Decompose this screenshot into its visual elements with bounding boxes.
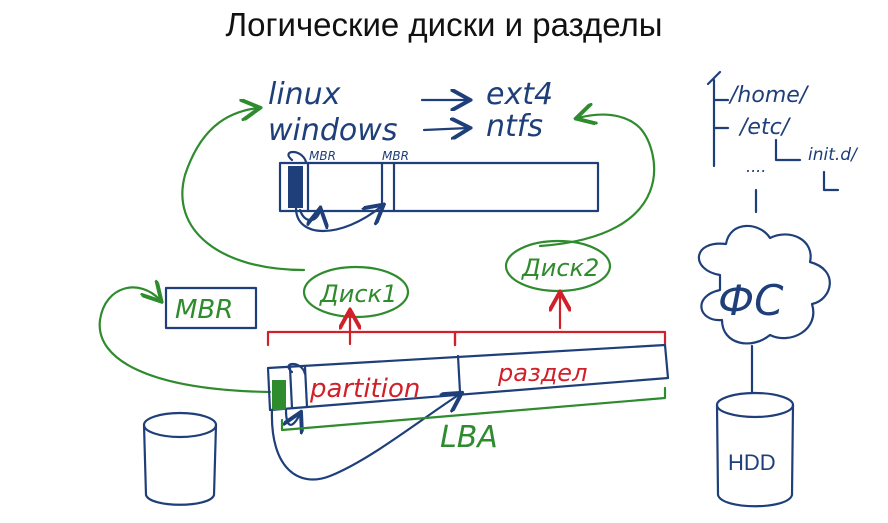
top-bar-mbr-label-1: MBR xyxy=(309,149,336,163)
bottom-bar-mbr-block xyxy=(272,380,286,410)
disk2-label: Диск2 xyxy=(521,254,599,282)
brace-partition xyxy=(266,330,457,347)
brace-razdel xyxy=(453,330,667,347)
arrow-disk1-to-linux xyxy=(181,108,306,272)
disk2-bubble: Диск2 xyxy=(504,239,612,293)
tree-dots: .... xyxy=(746,157,766,176)
top-disk-bar: MBR MBR xyxy=(278,149,600,233)
tree-home: /home/ xyxy=(728,83,810,108)
hdd-cylinder: HDD xyxy=(715,391,795,508)
os-fs-mapping: linux windows ext4 ntfs xyxy=(268,77,553,148)
top-bar-arrow-1 xyxy=(294,206,382,233)
razdel-label: раздел xyxy=(497,359,587,387)
partition-label: partition xyxy=(309,374,420,404)
tree-initd: init.d/ xyxy=(808,145,859,165)
arrow-windows-ntfs xyxy=(422,128,468,130)
bottom-disk-bar: partition раздел LBA xyxy=(266,343,670,481)
os-windows-label: windows xyxy=(268,113,397,148)
lba-label: LBA xyxy=(440,420,498,455)
arrow-mbr-to-box xyxy=(98,287,272,394)
top-bar-mbr-block xyxy=(288,166,303,208)
fs-cloud: ФС xyxy=(697,224,831,345)
brace-lba xyxy=(280,386,667,432)
page-title: Логические диски и разделы xyxy=(225,6,663,43)
top-bar-mbr-label-2: MBR xyxy=(382,149,409,163)
hdd-label: HDD xyxy=(728,450,776,475)
bottom-bar-outline xyxy=(266,343,670,412)
arrow-disk2-to-windows xyxy=(538,115,656,248)
top-bar-arrow-2 xyxy=(298,210,320,220)
fs-ext4-label: ext4 xyxy=(486,77,553,112)
tree-etc: /etc/ xyxy=(738,115,792,140)
disk1-label: Диск1 xyxy=(319,280,397,308)
fs-cloud-label: ФС xyxy=(718,276,784,325)
arrow-mbr-to-razdel xyxy=(270,394,460,481)
fs-tree: /home/ /etc/ init.d/ .... xyxy=(706,70,859,214)
os-linux-label: linux xyxy=(268,77,341,112)
mbr-box: MBR xyxy=(164,286,258,330)
empty-drum xyxy=(142,411,218,506)
disk1-bubble: Диск1 xyxy=(302,265,410,319)
mbr-box-label: MBR xyxy=(175,295,233,325)
fs-ntfs-label: ntfs xyxy=(486,109,543,144)
top-bar-outline xyxy=(278,161,600,213)
